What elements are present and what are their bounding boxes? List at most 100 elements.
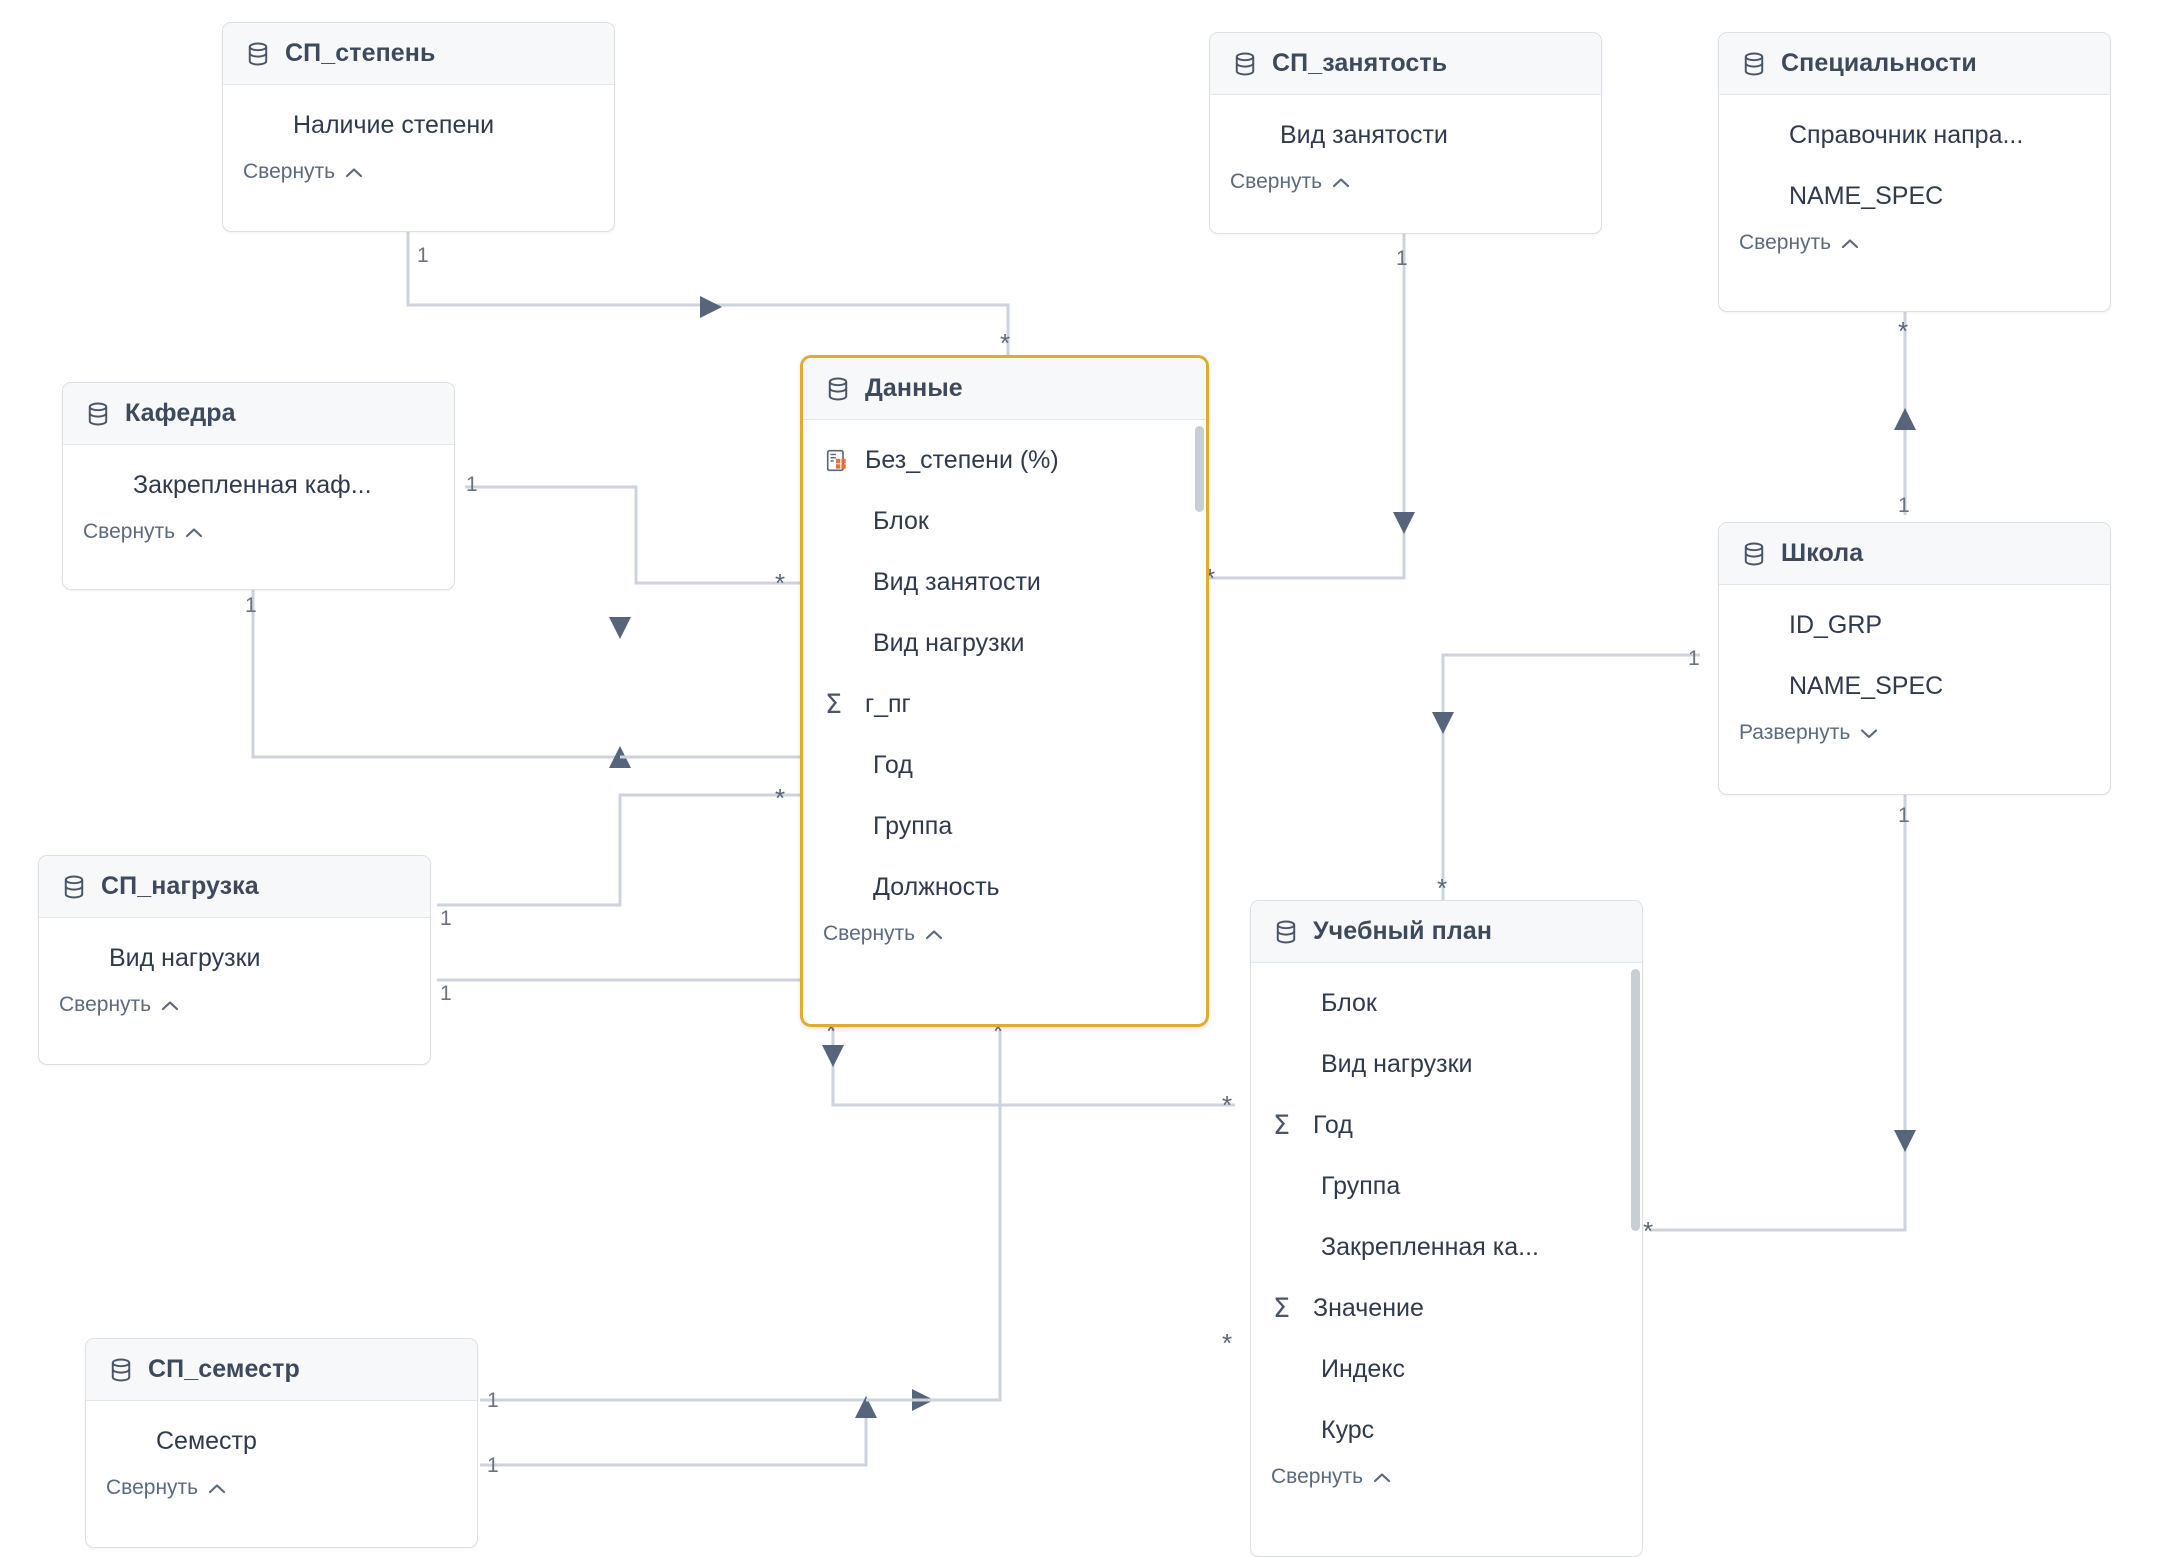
edge-label-many: * xyxy=(1222,1090,1233,1120)
field-label: Вид занятости xyxy=(873,568,1041,596)
entity-header[interactable]: Специальности xyxy=(1719,33,2110,95)
entity-field[interactable]: Блок xyxy=(803,491,1206,552)
entity-header[interactable]: Учебный план xyxy=(1251,901,1642,963)
chevron-up-icon xyxy=(1842,238,1859,248)
entity-card-sp-nagruzka[interactable]: СП_нагрузка Вид нагрузки Свернуть xyxy=(38,855,431,1065)
field-label: Вид занятости xyxy=(1280,121,1448,149)
entity-title: Данные xyxy=(865,374,963,402)
entity-title: Учебный план xyxy=(1313,917,1493,945)
entity-field[interactable]: Должность xyxy=(803,857,1206,918)
entity-field[interactable]: Наличие степени xyxy=(223,95,614,156)
entity-field[interactable]: Вид занятости xyxy=(803,552,1206,613)
field-label: NAME_SPEC xyxy=(1789,672,1944,700)
field-label: Группа xyxy=(873,812,953,840)
entity-header[interactable]: СП_занятость xyxy=(1210,33,1601,95)
entity-field[interactable]: Блок xyxy=(1251,973,1642,1034)
entity-header[interactable]: Кафедра xyxy=(63,383,454,445)
entity-title: СП_степень xyxy=(285,39,436,67)
chevron-up-icon xyxy=(209,1483,226,1493)
entity-card-shkola[interactable]: Школа ID_GRP NAME_SPEC Развернуть xyxy=(1718,522,2111,795)
field-label: Вид нагрузки xyxy=(1321,1050,1473,1078)
field-label: Блок xyxy=(873,507,929,535)
entity-card-specialnosti[interactable]: Специальности Справочник напра... NAME_S… xyxy=(1718,32,2111,312)
collapse-label: Свернуть xyxy=(1739,231,1832,254)
entity-title: СП_занятость xyxy=(1272,49,1448,77)
entity-fields: Наличие степени Свернуть xyxy=(223,85,614,200)
entity-header[interactable]: СП_нагрузка xyxy=(39,856,430,918)
entity-card-kafedra[interactable]: Кафедра Закрепленная каф... Свернуть xyxy=(62,382,455,590)
entity-field[interactable]: Индекс xyxy=(1251,1339,1642,1400)
field-label: Блок xyxy=(1321,989,1377,1017)
entity-field[interactable]: Σ Год xyxy=(1251,1095,1642,1156)
entity-card-sp-semestr[interactable]: СП_семестр Семестр Свернуть xyxy=(85,1338,478,1548)
edge-label-many: * xyxy=(775,568,786,598)
entity-title: Школа xyxy=(1781,539,1864,567)
entity-field[interactable]: Вид нагрузки xyxy=(1251,1034,1642,1095)
chevron-down-icon xyxy=(1861,728,1878,738)
entity-header[interactable]: СП_степень xyxy=(223,23,614,85)
edge-label-many: * xyxy=(1643,1216,1654,1246)
vertical-scrollbar-thumb[interactable] xyxy=(1631,969,1640,1231)
entity-field[interactable]: Группа xyxy=(803,796,1206,857)
edge-label-many: * xyxy=(993,1016,1004,1046)
edge-label-one: 1 xyxy=(440,907,452,930)
field-label: Семестр xyxy=(156,1427,257,1455)
entity-header[interactable]: Школа xyxy=(1719,523,2110,585)
field-label: Закрепленная ка... xyxy=(1321,1233,1540,1261)
collapse-toggle[interactable]: Свернуть xyxy=(86,1472,477,1516)
expand-toggle[interactable]: Развернуть xyxy=(1719,717,2110,761)
edge-label-one: 1 xyxy=(1688,647,1700,670)
field-label: ID_GRP xyxy=(1789,611,1883,639)
entity-header[interactable]: СП_семестр xyxy=(86,1339,477,1401)
collapse-toggle[interactable]: Свернуть xyxy=(1210,166,1601,210)
edge-label-many: * xyxy=(1898,316,1909,346)
entity-title: СП_нагрузка xyxy=(101,872,259,900)
entity-card-dannye[interactable]: Данные Без_степени (%) xyxy=(800,355,1209,1027)
entity-field[interactable]: Закрепленная ка... xyxy=(1251,1217,1642,1278)
chevron-up-icon xyxy=(162,1000,179,1010)
entity-field[interactable]: Курс xyxy=(1251,1400,1642,1461)
collapse-toggle[interactable]: Свернуть xyxy=(63,516,454,560)
field-label: Закрепленная каф... xyxy=(133,471,372,499)
vertical-scrollbar-thumb[interactable] xyxy=(1195,426,1204,512)
entity-field[interactable]: Вид нагрузки xyxy=(803,613,1206,674)
entity-field[interactable]: Справочник напра... xyxy=(1719,105,2110,166)
field-label: Курс xyxy=(1321,1416,1375,1444)
entity-field[interactable]: Σ г_пг xyxy=(803,674,1206,735)
expand-label: Развернуть xyxy=(1739,721,1851,744)
entity-card-uchebny-plan[interactable]: Учебный план Блок Вид нагрузки Σ Год Гру… xyxy=(1250,900,1643,1557)
entity-field[interactable]: NAME_SPEC xyxy=(1719,166,2110,227)
entity-field[interactable]: Вид занятости xyxy=(1210,105,1601,166)
entity-card-sp-stepen[interactable]: СП_степень Наличие степени Свернуть xyxy=(222,22,615,232)
collapse-toggle[interactable]: Свернуть xyxy=(803,918,1206,962)
entity-field[interactable]: Вид нагрузки xyxy=(39,928,430,989)
entity-field[interactable]: Семестр xyxy=(86,1411,477,1472)
field-label: Значение xyxy=(1313,1294,1424,1322)
database-icon xyxy=(825,376,851,402)
entity-field[interactable]: Закрепленная каф... xyxy=(63,455,454,516)
collapse-toggle[interactable]: Свернуть xyxy=(1719,227,2110,271)
field-label: Без_степени (%) xyxy=(865,446,1059,474)
chevron-up-icon xyxy=(926,929,943,939)
entity-card-sp-zanyatost[interactable]: СП_занятость Вид занятости Свернуть xyxy=(1209,32,1602,234)
sum-aggregate-icon: Σ xyxy=(1273,1293,1291,1324)
field-label: Должность xyxy=(873,873,1000,901)
entity-field[interactable]: Без_степени (%) xyxy=(803,430,1206,491)
entity-fields: Закрепленная каф... Свернуть xyxy=(63,445,454,560)
collapse-toggle[interactable]: Свернуть xyxy=(1251,1461,1642,1505)
entity-field[interactable]: Год xyxy=(803,735,1206,796)
chevron-up-icon xyxy=(186,527,203,537)
entity-field[interactable]: ID_GRP xyxy=(1719,595,2110,656)
entity-field[interactable]: NAME_SPEC xyxy=(1719,656,2110,717)
collapse-toggle[interactable]: Свернуть xyxy=(223,156,614,200)
edge-label-one: 1 xyxy=(1898,494,1910,517)
database-icon xyxy=(85,401,111,427)
entity-fields: Без_степени (%) Блок Вид занятости Вид н… xyxy=(803,420,1206,962)
entity-field[interactable]: Σ Значение xyxy=(1251,1278,1642,1339)
entity-field[interactable]: Группа xyxy=(1251,1156,1642,1217)
chevron-up-icon xyxy=(1374,1472,1391,1482)
sum-aggregate-icon: Σ xyxy=(1273,1110,1291,1141)
entity-header[interactable]: Данные xyxy=(803,358,1206,420)
collapse-toggle[interactable]: Свернуть xyxy=(39,989,430,1033)
